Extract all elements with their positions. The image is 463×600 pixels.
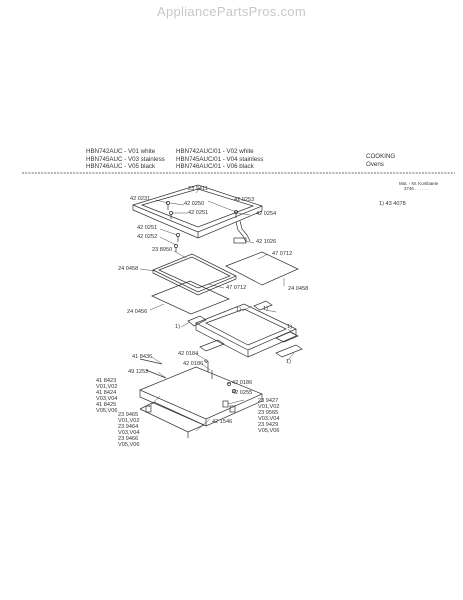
- bracket-tube: [233, 220, 251, 244]
- part-label: 23 9464: [118, 424, 139, 430]
- variant-label: V03,V04: [258, 416, 280, 422]
- part-label: 42 0186: [183, 361, 204, 367]
- insulation-block: [275, 331, 299, 343]
- part-label: 41 8424: [96, 390, 117, 396]
- model-line: HBN745AUC - V03 stainless: [86, 155, 165, 163]
- part-label: 23 9427: [258, 398, 279, 404]
- part-label: 42 0253: [234, 197, 255, 203]
- footnote: 1) 43 4078: [379, 201, 406, 207]
- model-line: HBN742AUC/01 - V02 white: [176, 148, 254, 155]
- category-title: COOKING: [366, 153, 396, 160]
- variant-label: V03,V04: [96, 396, 118, 402]
- note-marker: 1): [286, 359, 291, 365]
- screws-upper: [166, 201, 238, 252]
- part-label: 23 9429: [258, 422, 279, 428]
- part-label: 24 0456: [127, 309, 148, 315]
- watermark: AppliancePartsPros.com: [157, 4, 306, 19]
- part-label: 42 0255: [232, 390, 253, 396]
- variant-label: V03,V04: [118, 430, 140, 436]
- variant-label: V01,V02: [258, 404, 280, 410]
- part-label: 42 0250: [184, 201, 205, 207]
- drawer-feet: [145, 382, 236, 413]
- part-label: 47 0712: [272, 251, 293, 257]
- note-marker: 1): [287, 324, 292, 330]
- variant-label: V01,V02: [118, 418, 140, 424]
- note-marker: 1): [236, 307, 241, 313]
- top-frame: [131, 184, 264, 239]
- part-label: 42 0254: [256, 211, 277, 217]
- screws-middle: [139, 358, 213, 379]
- leader-lines: [139, 187, 297, 432]
- part-label: 49 1253: [128, 369, 149, 375]
- part-label: 42 1026: [256, 239, 277, 245]
- part-label: 47 0712: [226, 285, 247, 291]
- part-label: 41 8423: [96, 378, 117, 384]
- label-pad-right: [225, 251, 299, 286]
- part-label: 42 0251: [137, 225, 158, 231]
- part-label: 42 0231: [130, 196, 151, 202]
- part-label: 23 9411: [188, 186, 208, 192]
- glass-panel-upper: [152, 253, 237, 296]
- note-marker: 1): [175, 324, 180, 330]
- model-line: HBN746AUC/01 - V06 black: [176, 163, 254, 170]
- column-subheader: 3746 . . . . . .: [404, 186, 429, 191]
- part-label: 24 0458: [288, 286, 309, 292]
- variant-label: V05,V06: [258, 428, 280, 434]
- part-label: 41 8425: [96, 402, 117, 408]
- subcategory-title: Ovens: [366, 160, 384, 168]
- variant-label: V01,V02: [96, 384, 118, 390]
- door-frame: [187, 300, 303, 358]
- part-label: 42 0186: [232, 380, 253, 386]
- part-label: 42 0184: [178, 351, 199, 357]
- model-line: HBN745AUC/01 - V04 stainless: [176, 155, 264, 163]
- drawer-handle: [139, 401, 205, 438]
- label-sheet: [151, 280, 230, 315]
- part-label: 23 8950: [152, 247, 173, 253]
- variant-label: V05,V06: [118, 442, 140, 448]
- note-marker: 1): [263, 306, 268, 312]
- model-line: HBN746AUC - V05 black: [86, 163, 156, 170]
- part-label: 23 9466: [118, 436, 139, 442]
- model-line: HBN742AUC - V01 white: [86, 148, 156, 155]
- variant-label: V05,V06: [96, 408, 118, 414]
- part-label: 41 8436: [132, 354, 153, 360]
- part-label: 42 0252: [137, 234, 158, 240]
- column-header: Mat. - Nr. Kombaete: [399, 181, 439, 186]
- part-label: 23 9565: [258, 410, 279, 416]
- part-label: 24 0458: [118, 266, 139, 272]
- part-label: 42 1546: [212, 419, 233, 425]
- part-label: 42 0251: [188, 210, 209, 216]
- part-label: 23 9465: [118, 412, 139, 418]
